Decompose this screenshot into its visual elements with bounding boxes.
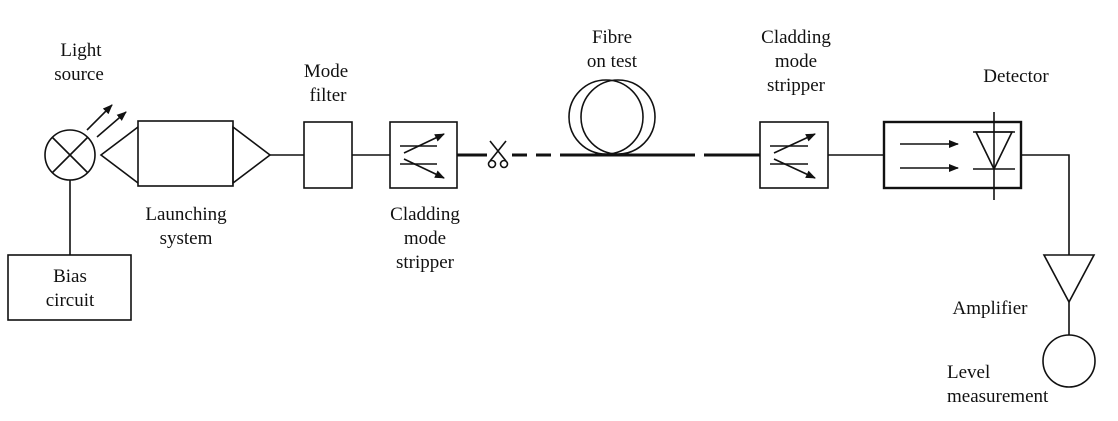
cladding-mode-stripper-2 — [759, 121, 829, 189]
stripper1-label-line3: stripper — [396, 252, 455, 273]
detector-output-connector — [1021, 154, 1070, 255]
stripper2-label-line3: stripper — [767, 75, 826, 96]
level-measurement-label-line2: measurement — [947, 386, 1049, 407]
amplifier-label: Amplifier — [953, 298, 1029, 319]
stripper1-label-line2: mode — [404, 228, 446, 249]
stripper2-label-line2: mode — [775, 51, 817, 72]
launching-system — [99, 120, 272, 187]
bias-circuit-box — [7, 254, 132, 321]
stripper1-label-line1: Cladding — [390, 204, 460, 225]
detector-label: Detector — [983, 66, 1049, 87]
fibre-label-line2: on test — [587, 51, 638, 72]
level-measurement-label-line1: Level — [947, 362, 990, 383]
mode-filter-label-line2: filter — [310, 85, 348, 106]
mode-filter-label-line1: Mode — [304, 61, 348, 82]
light-source-label-line1: Light — [60, 40, 102, 61]
mode-filter-box — [303, 121, 353, 189]
light-source-icon — [44, 104, 127, 181]
fibre-label-line1: Fibre — [592, 27, 632, 48]
level-measurement-meter — [1042, 334, 1096, 388]
amplifier-icon — [1042, 254, 1096, 304]
light-source-label-line2: source — [54, 64, 104, 85]
stripper2-label-line1: Cladding — [761, 27, 831, 48]
fibre-coil-icon — [568, 79, 680, 157]
bias-circuit-label-line2: circuit — [46, 290, 95, 311]
scissors-cut-icon — [487, 140, 509, 169]
launching-system-label-line2: system — [160, 228, 213, 249]
photodiode-icon — [973, 112, 1015, 200]
cladding-mode-stripper-1 — [389, 121, 458, 189]
launching-system-label-line1: Launching — [145, 204, 227, 225]
bias-circuit-label-line1: Bias — [53, 266, 87, 287]
